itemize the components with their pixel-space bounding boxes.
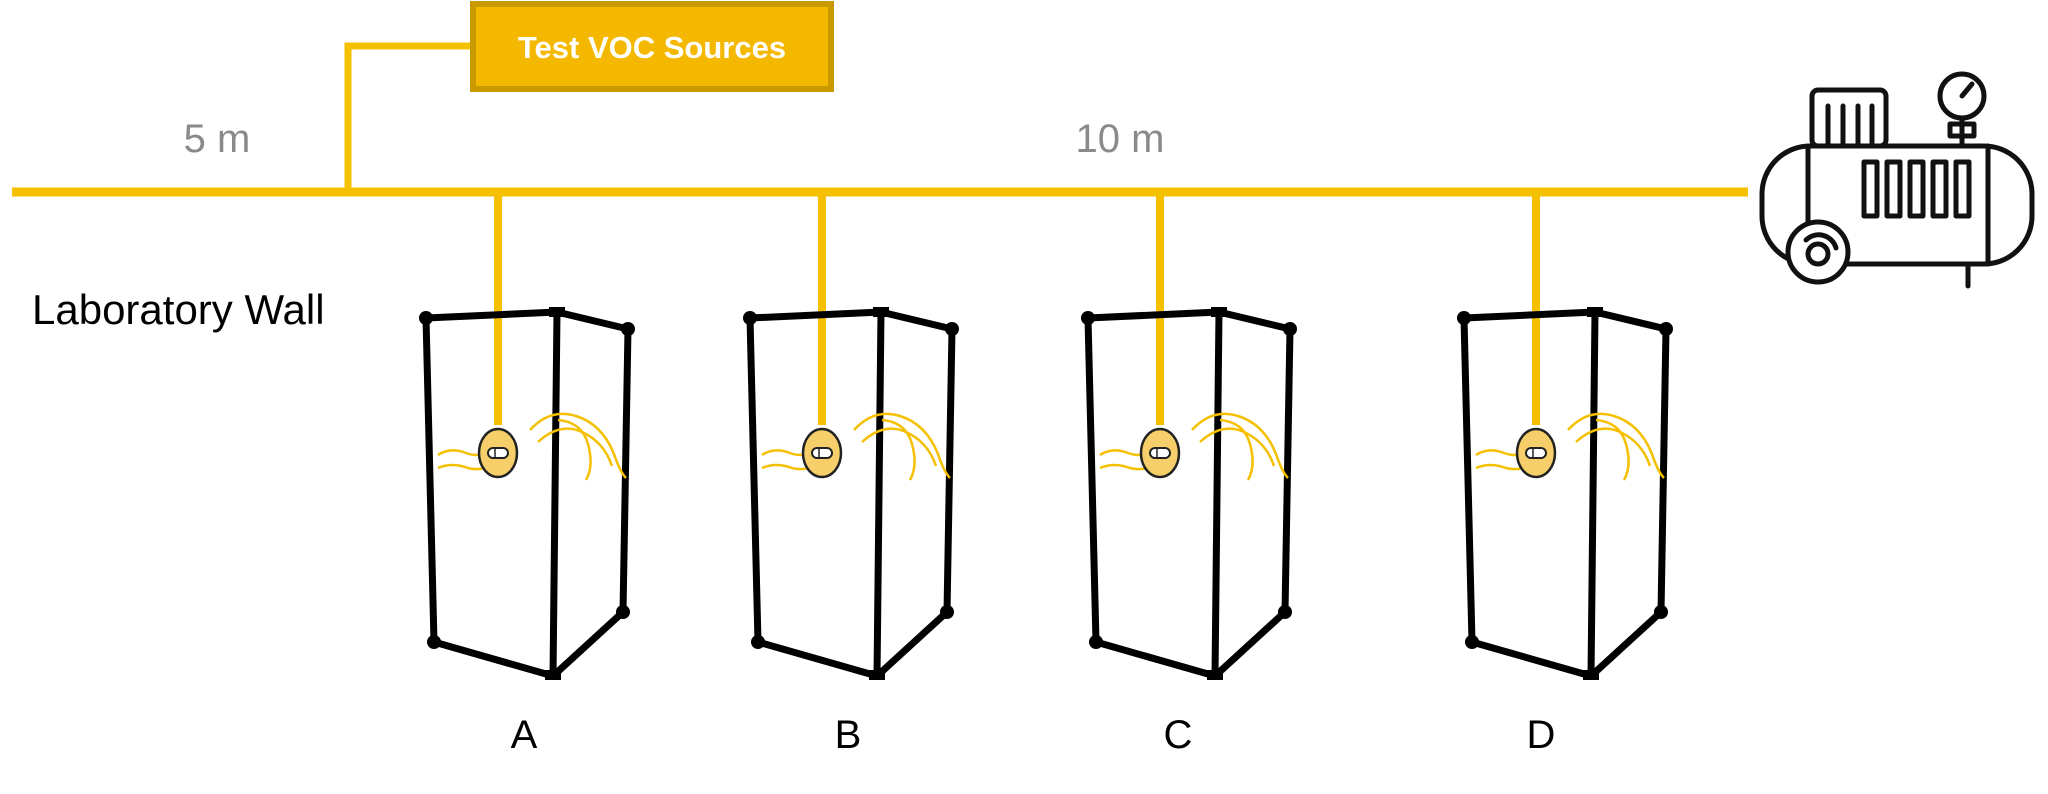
chamber-frame-edge (1587, 608, 1665, 680)
chamber-frame-joint (427, 635, 441, 649)
chamber-frame-edge (1211, 308, 1223, 680)
chamber-frame-joint (1465, 635, 1479, 649)
chamber-frame-edge (1215, 308, 1294, 333)
chamber-fabric-wisp (853, 412, 951, 481)
chamber-frame-joint (1089, 635, 1103, 649)
chamber-frame-joint (945, 322, 959, 336)
chamber-fabric-wisp (1567, 412, 1665, 481)
chamber-inlet-slot (1149, 447, 1171, 459)
chamber-frame-edge (1657, 325, 1670, 616)
chamber-c: C (1081, 192, 1297, 757)
chamber-inlet-slot (1525, 447, 1547, 459)
chamber-frame-joint (621, 322, 635, 336)
chamber-frame-joint (1283, 322, 1297, 336)
chamber-frame-joint (1207, 670, 1223, 680)
chamber-frame-edge (746, 314, 762, 646)
air-compressor-icon (1759, 71, 2035, 289)
chamber-frame-edge (754, 638, 881, 680)
distance-label-right: 10 m (1076, 117, 1165, 161)
chamber-frame-joint (1654, 605, 1668, 619)
chamber-frame-joint (1583, 670, 1599, 680)
chamber-frame-edge (1084, 314, 1100, 646)
chamber-frame-joint (1081, 311, 1095, 325)
chamber-frame-edge (1587, 308, 1599, 680)
chamber-frame-edge (1460, 314, 1476, 646)
chamber-frame-joint (873, 307, 889, 317)
laboratory-wall-label: Laboratory Wall (32, 286, 325, 333)
chamber-frame-edge (422, 314, 438, 646)
chamber-fabric-wisp (529, 412, 627, 481)
chamber-frame-edge (873, 608, 951, 680)
chamber-frame-joint (751, 635, 765, 649)
chamber-d: D (1457, 192, 1673, 757)
chamber-frame-edge (553, 308, 632, 333)
chamber-frame-joint (743, 311, 757, 325)
chamber-inlet-slot (811, 447, 833, 459)
chamber-frame-edge (1281, 325, 1294, 616)
chamber-frame-edge (549, 308, 561, 680)
chamber-frame-joint (1457, 311, 1471, 325)
chamber-a: A (419, 192, 635, 757)
chamber-frame-edge (873, 308, 885, 680)
chamber-frame-joint (1587, 307, 1603, 317)
chamber-frame-edge (1211, 608, 1289, 680)
chamber-inlet-slot (487, 447, 509, 459)
chamber-frame-edge (1460, 308, 1599, 322)
chamber-frame-joint (1659, 322, 1673, 336)
chamber-fabric-wisp (1191, 412, 1289, 481)
voc-source-box: Test VOC Sources (470, 1, 834, 92)
chamber-frame-joint (869, 670, 885, 680)
chamber-frame-edge (943, 325, 956, 616)
chamber-frame-edge (877, 308, 956, 333)
voc-source-label: Test VOC Sources (518, 30, 786, 65)
chamber-frame-joint (419, 311, 433, 325)
chamber-label-c: C (1164, 713, 1193, 757)
chamber-frame-joint (616, 605, 630, 619)
chamber-frame-edge (746, 308, 885, 322)
chamber-frame-joint (549, 307, 565, 317)
chamber-frame-joint (545, 670, 561, 680)
chamber-frame-edge (1084, 308, 1223, 322)
chamber-frame-joint (1211, 307, 1227, 317)
chamber-frame-edge (619, 325, 632, 616)
chamber-frame-edge (1591, 308, 1670, 333)
source-branch-line (344, 42, 476, 192)
chamber-label-a: A (511, 713, 538, 757)
distance-label-left: 5 m (184, 117, 251, 161)
chamber-frame-edge (1092, 638, 1219, 680)
chamber-frame-joint (1278, 605, 1292, 619)
chamber-frame-joint (940, 605, 954, 619)
chamber-group: A B C D (419, 192, 1673, 757)
chamber-frame-edge (549, 608, 627, 680)
chamber-label-b: B (835, 713, 862, 757)
chamber-label-d: D (1527, 713, 1556, 757)
chamber-b: B (743, 192, 959, 757)
chamber-frame-edge (1468, 638, 1595, 680)
chamber-frame-edge (430, 638, 557, 680)
chamber-frame-edge (422, 308, 561, 322)
